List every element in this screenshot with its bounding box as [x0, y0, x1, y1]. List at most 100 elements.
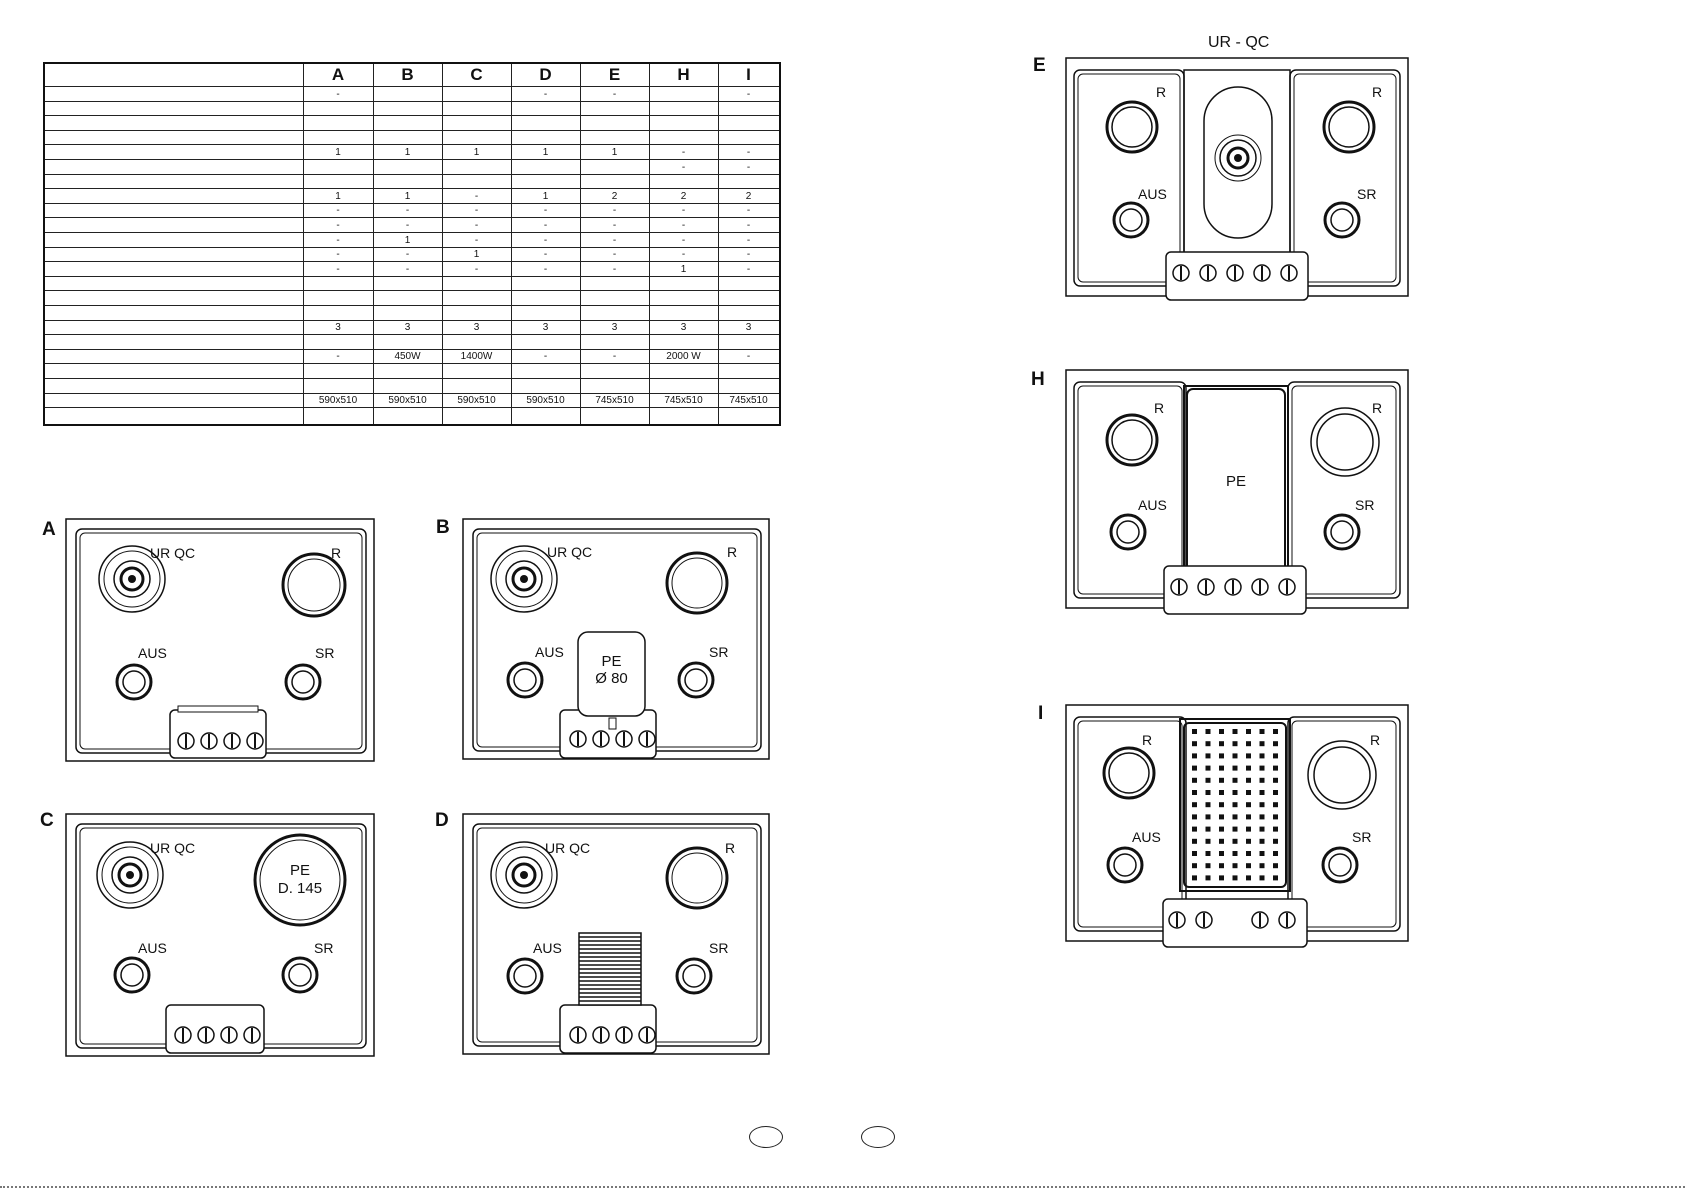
griddle-dot	[1219, 729, 1224, 734]
table-cell: 2	[745, 190, 752, 202]
table-cell: -	[474, 190, 479, 202]
control-knobs	[177, 732, 264, 750]
burner-r-left	[1105, 100, 1159, 154]
griddle-dot	[1259, 814, 1265, 820]
griddle-dot	[1273, 777, 1278, 783]
burner-r	[665, 551, 729, 615]
table-cell: -	[474, 205, 479, 217]
hotplate-pe-145	[253, 833, 347, 927]
griddle-dot	[1246, 875, 1251, 881]
griddle-dot	[1273, 790, 1278, 795]
griddle-dot	[1246, 741, 1251, 747]
label-pe-size: Ø 80	[595, 670, 628, 687]
hob-h-drawing	[1065, 369, 1409, 615]
hob-e-drawing	[1065, 57, 1409, 301]
griddle-dot	[1232, 777, 1238, 783]
table-row-line	[45, 275, 779, 277]
table-cell: 1	[404, 147, 411, 158]
hob-panel-c: C UR QC AUS SR PE D. 145	[38, 810, 378, 1060]
table-cell: -	[681, 205, 686, 217]
label-r-left: R	[1142, 732, 1153, 748]
griddle-dot	[1205, 790, 1211, 795]
griddle-dot	[1192, 826, 1197, 832]
griddle-dot	[1192, 765, 1197, 771]
table-cell: 745x510	[729, 395, 768, 407]
table-cell: 2	[680, 190, 687, 202]
griddle-dot	[1232, 802, 1238, 808]
burner-r	[281, 552, 347, 618]
table-cell: 590x510	[388, 395, 427, 407]
griddle-dot	[1192, 729, 1197, 734]
control-knobs	[174, 1026, 261, 1044]
table-cell: -	[474, 220, 479, 231]
griddle-dot	[1259, 765, 1265, 771]
table-row-line	[45, 290, 779, 292]
table-row-line	[45, 392, 779, 394]
table-cell: 1	[542, 147, 549, 158]
table-cell: 745x510	[595, 395, 634, 407]
label-aus: AUS	[1132, 829, 1161, 845]
page-marker-right	[861, 1126, 895, 1148]
table-cell: -	[543, 351, 548, 363]
hob-d-drawing	[462, 813, 770, 1055]
table-cell: -	[612, 263, 617, 275]
table-cell: -	[612, 351, 617, 363]
table-cell: 450W	[394, 351, 421, 363]
panel-title: UR - QC	[1208, 34, 1270, 51]
griddle-dot	[1232, 814, 1238, 820]
table-cell: -	[681, 234, 686, 246]
table-header: H	[677, 65, 690, 84]
table-row-line	[45, 159, 779, 160]
hob-b-drawing	[462, 518, 770, 760]
panel-letter: I	[1038, 703, 1044, 724]
label-pe: PE	[601, 653, 622, 670]
table-cell: -	[612, 234, 617, 246]
table-row-line	[45, 407, 779, 409]
burner-ur-qc	[490, 841, 558, 909]
griddle-dot	[1259, 875, 1265, 881]
griddle-dot	[1259, 838, 1265, 844]
burner-r-right	[1310, 407, 1380, 477]
table-row-line	[45, 348, 779, 350]
table-cell: 2000 W	[666, 351, 701, 363]
table-cell: -	[746, 351, 751, 363]
burner-aus	[115, 663, 153, 701]
label-r: R	[725, 840, 736, 856]
table-cell: -	[746, 234, 751, 246]
table-cell: 1	[542, 190, 549, 202]
burner-r-left	[1102, 746, 1156, 800]
table-cell: -	[336, 249, 340, 261]
label-ur-qc: UR QC	[150, 545, 196, 561]
burner-sr	[677, 661, 715, 699]
griddle-dot	[1232, 741, 1238, 747]
burner-sr	[281, 956, 319, 994]
burner-ur-qc	[1214, 134, 1262, 182]
table-cell: 1	[335, 147, 341, 158]
griddle-dot	[1259, 777, 1265, 783]
label-pe: PE	[289, 862, 310, 879]
table-row-line	[45, 129, 779, 131]
label-ur-qc: UR QC	[545, 840, 591, 856]
table-cell: -	[746, 249, 751, 261]
table-row-line	[45, 115, 779, 117]
griddle-dot	[1219, 765, 1224, 771]
label-r-left: R	[1154, 400, 1165, 416]
griddle-dot	[1259, 826, 1265, 832]
table-cell: 1	[404, 234, 411, 246]
griddle-dot	[1259, 729, 1265, 734]
griddle-dot	[1246, 753, 1251, 759]
label-sr: SR	[315, 645, 335, 661]
table-cell: -	[405, 220, 410, 231]
label-aus: AUS	[138, 645, 167, 661]
griddle-dot	[1205, 851, 1211, 856]
burner-sr	[1323, 201, 1361, 239]
griddle-dot	[1205, 814, 1211, 820]
table-row-line	[45, 202, 779, 204]
table-header: D	[539, 65, 552, 84]
griddle-dot	[1192, 753, 1197, 759]
griddle-dot	[1232, 826, 1238, 832]
griddle-dot	[1205, 765, 1211, 771]
griddle-dot	[1273, 838, 1278, 844]
label-aus: AUS	[533, 940, 562, 956]
table-cell: -	[681, 220, 686, 231]
